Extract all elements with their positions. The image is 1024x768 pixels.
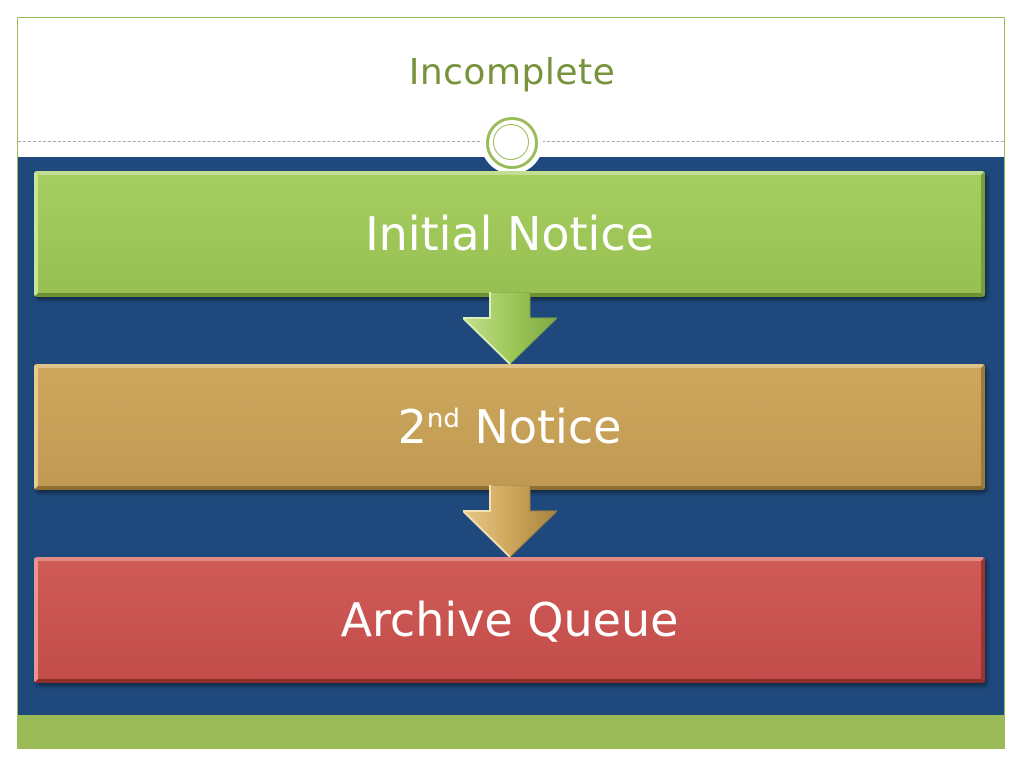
- step-label: Archive Queue: [340, 593, 679, 647]
- step-label: 2nd Notice: [398, 400, 622, 454]
- step-archive-queue: Archive Queue: [34, 557, 985, 683]
- slide-title: Incomplete: [408, 52, 616, 93]
- step-initial-notice: Initial Notice: [34, 171, 985, 297]
- step-2nd-notice: 2nd Notice: [34, 364, 985, 490]
- footer-bar: [18, 715, 1004, 748]
- down-arrow-icon: [463, 292, 557, 364]
- step-label-superscript: nd: [426, 404, 460, 434]
- step-label-text: Notice: [459, 400, 622, 454]
- step-label: Initial Notice: [365, 207, 654, 261]
- circle-ornament-inner: [493, 124, 529, 160]
- down-arrow-icon: [463, 485, 557, 557]
- step-label-number: 2: [397, 400, 427, 454]
